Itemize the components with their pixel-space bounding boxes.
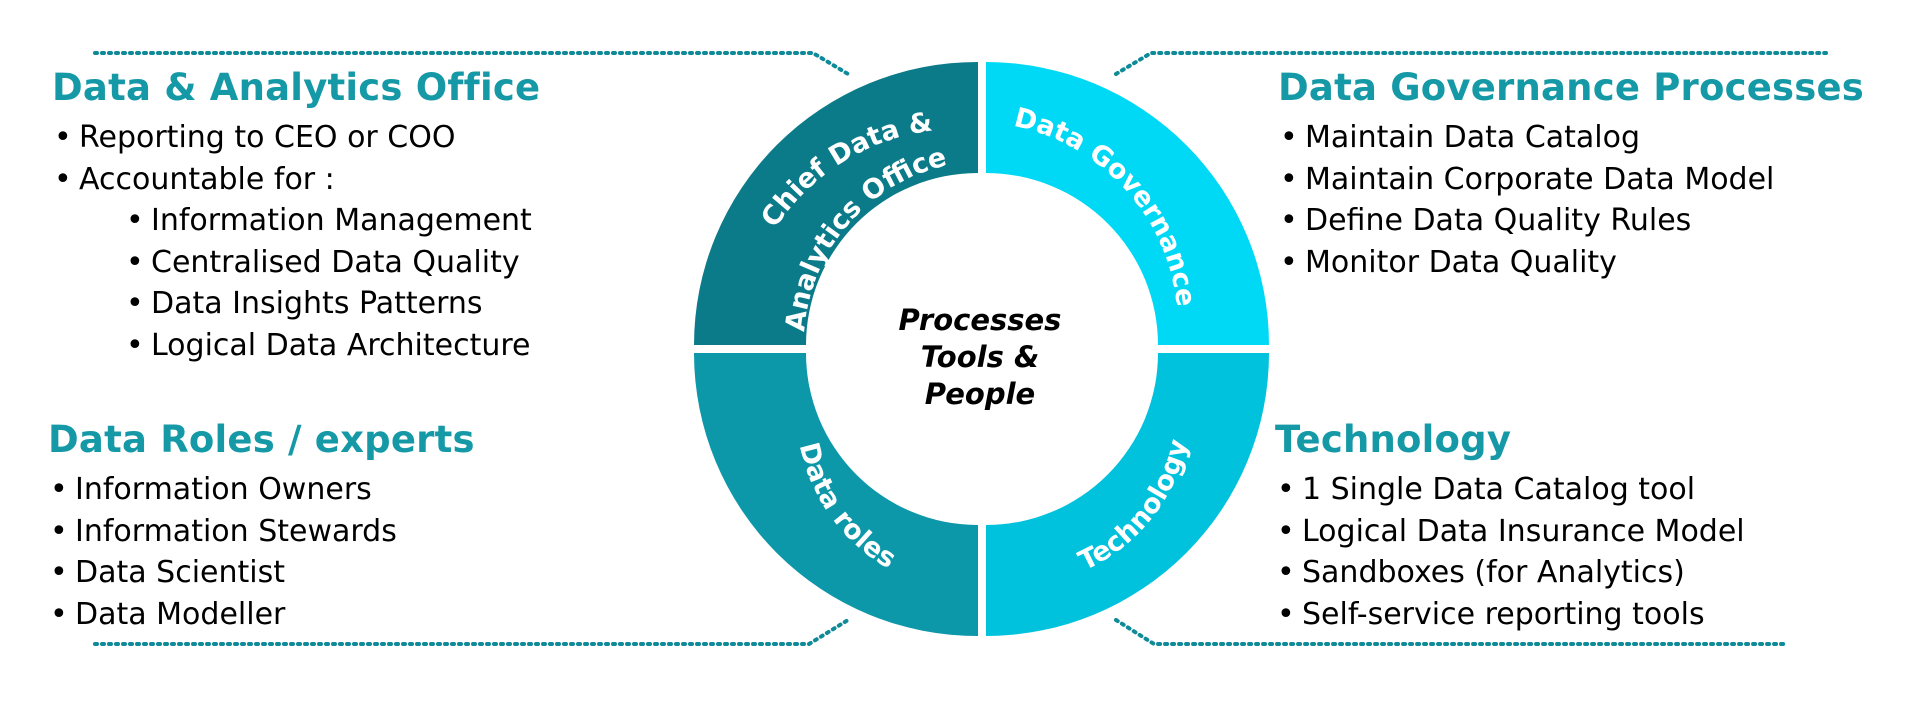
segment-data-governance [986,62,1269,345]
bullet-list: Information Owners Information Stewards … [48,469,475,635]
list-item: Maintain Data Catalog [1278,117,1864,159]
list-item: Information Owners [48,469,475,511]
panel-title: Data & Analytics Office [52,66,541,109]
panel-data-analytics-office: Data & Analytics Office Reporting to CEO… [52,66,540,366]
bullet-list: Reporting to CEO or COO Accountable for … [52,117,540,366]
list-item: Monitor Data Quality [1278,242,1864,284]
panel-title: Technology [1275,418,1512,461]
connector-line-top-left [93,51,850,76]
center-label-line1: Processes [899,303,1062,337]
panel-title: Data Governance Processes [1278,66,1864,109]
center-label-line3: People [925,377,1035,411]
panel-title: Data Roles / experts [48,418,475,461]
list-item: Self-service reporting tools [1275,594,1745,636]
list-item: Reporting to CEO or COO [52,117,540,159]
list-item: Logical Data Insurance Model [1275,511,1745,553]
connector-line-top-right [1114,51,1828,76]
list-item: Define Data Quality Rules [1278,200,1864,242]
bullet-list: 1 Single Data Catalog tool Logical Data … [1275,469,1745,635]
list-item: Sandboxes (for Analytics) [1275,552,1745,594]
connector-line-bottom-right [1114,618,1788,646]
list-item: Centralised Data Quality [124,242,540,284]
bullet-list: Maintain Data Catalog Maintain Corporate… [1278,117,1864,283]
panel-data-roles-experts: Data Roles / experts Information Owners … [48,418,475,635]
segment-technology [986,353,1269,636]
panel-technology: Technology 1 Single Data Catalog tool Lo… [1275,418,1745,635]
list-item: Information Stewards [48,511,475,553]
list-item: Logical Data Architecture [124,325,540,367]
list-item: Accountable for : [52,159,540,201]
connector-line-bottom-left [93,618,850,646]
list-item: 1 Single Data Catalog tool [1275,469,1745,511]
list-item: Information Management [124,200,540,242]
list-item: Data Modeller [48,594,475,636]
list-item: Data Scientist [48,552,475,594]
panel-data-governance-processes: Data Governance Processes Maintain Data … [1278,66,1864,283]
segment-chief-data-officer [694,61,978,346]
list-item: Data Insights Patterns [124,283,540,325]
list-item: Maintain Corporate Data Model [1278,159,1864,201]
center-label-line2: Tools & [921,340,1039,374]
segment-data-roles [694,353,978,637]
